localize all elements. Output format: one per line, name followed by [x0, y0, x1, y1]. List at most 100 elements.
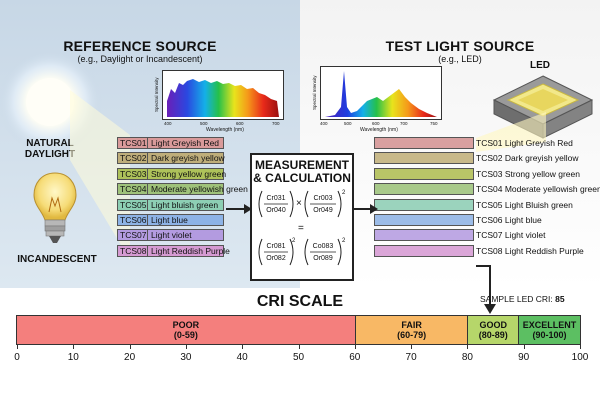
sample-led-cri-label: SAMPLE LED CRI:	[480, 294, 553, 304]
formula-term-3-numerator: Cr081	[266, 243, 286, 250]
reference-spectrum-plot	[167, 79, 279, 117]
cri-segment-fair: FAIR(60-79)	[354, 316, 468, 344]
formula-equals: =	[298, 223, 304, 234]
sample-led-cri: SAMPLE LED CRI: 85	[480, 294, 565, 304]
arrow-to-test-samples-icon	[354, 204, 378, 214]
formula-term-4-denominator: Or089	[313, 255, 333, 262]
tcs-name: Moderate yellowish green	[504, 184, 600, 195]
reference-spectrum-ylabel: Spectral Intensity	[154, 77, 159, 112]
formula-exponent-3: 2	[342, 238, 346, 244]
tcs-name: Light Bluish green	[504, 199, 573, 210]
cri-tick-label: 60	[349, 352, 361, 363]
tcs-code: TCS05	[476, 199, 503, 210]
tcs-name: Strong yellow green	[151, 168, 227, 179]
test-tcs-label: TCS06 Light blue	[476, 214, 542, 226]
cri-scale-title: CRI SCALE	[256, 293, 344, 310]
cri-tick-label: 10	[67, 352, 79, 363]
tcs-name: Light bluish green	[151, 199, 219, 210]
cri-tick-label: 90	[518, 352, 530, 363]
formula-term-4-numerator: Co083	[312, 243, 334, 250]
cri-tick-mark	[354, 344, 356, 349]
test-tcs-swatch	[374, 198, 474, 211]
formula-term-1-numerator: Cr031	[266, 195, 286, 202]
test-source-subtitle: (e.g., LED)	[438, 54, 482, 64]
test-spectrum-xlabel: Wavelength (nm)	[360, 127, 398, 133]
cri-tick-label: 50	[292, 352, 305, 363]
test-tcs-swatch	[374, 152, 474, 165]
tcs-code: TCS07	[476, 230, 503, 241]
reference-spectrum-tick-400: 400	[164, 121, 172, 126]
cri-tick-label: 30	[180, 352, 192, 363]
measurement-calculation-box: MEASUREMENT & CALCULATION Cr031 Or040 × …	[250, 153, 354, 281]
formula-term-2-denominator: Or049	[313, 207, 333, 214]
tcs-code: TCS08	[120, 245, 148, 256]
test-spectrum-tick-500: 500	[344, 121, 352, 126]
test-tcs-label: TCS04 Moderate yellowish green	[476, 183, 600, 195]
cri-tick-mark	[129, 344, 131, 349]
tcs-name: Light Reddish Purple	[151, 245, 230, 256]
incandescent-label: INCANDESCENT	[17, 254, 97, 265]
test-tcs-label: TCS05 Light Bluish green	[476, 199, 573, 211]
cri-segment-excellent: EXCELLENT(90-100)	[518, 316, 580, 344]
tcs-code: TCS07	[120, 230, 148, 241]
tcs-code: TCS06	[120, 215, 148, 225]
light-bulb-icon	[33, 172, 77, 243]
measurement-calculation-title: MEASUREMENT & CALCULATION	[253, 158, 351, 185]
tcs-name: Light Reddish Purple	[504, 245, 584, 256]
formula-exponent-2: 2	[292, 238, 296, 244]
natural-daylight-label: NATURAL DAYLIGHT	[24, 138, 76, 160]
reference-spectrum-chart	[162, 70, 284, 120]
formula-term-3-denominator: Or082	[266, 255, 286, 262]
tcs-name: Moderate yellowish green	[151, 184, 248, 195]
cri-tick-label: 100	[571, 352, 589, 363]
cri-tick-label: 70	[405, 352, 417, 363]
tcs-name: Light blue	[151, 215, 188, 225]
test-spectrum-tick-750: 750	[430, 121, 438, 126]
test-spectrum-chart	[320, 66, 442, 120]
tcs-name: Light blue	[504, 215, 542, 225]
tcs-code: TCS02	[476, 153, 503, 164]
test-tcs-label: TCS01 Light Greyish Red	[476, 137, 573, 149]
reference-source-title: REFERENCE SOURCE	[63, 38, 217, 54]
test-spectrum-tick-600: 600	[372, 121, 380, 126]
cri-segment-poor: POOR(0-59)	[17, 316, 355, 344]
tcs-name: Light Greyish Red	[151, 138, 220, 148]
cri-tick-mark	[298, 344, 300, 349]
test-tcs-label: TCS02 Dark greyish yellow	[476, 152, 579, 164]
cri-segment-name: POOR	[172, 320, 200, 330]
arrow-to-calculation-icon	[226, 204, 252, 214]
tcs-name: Strong yellow green	[504, 168, 580, 179]
daylight-beam	[70, 90, 130, 260]
tcs-code: TCS04	[476, 184, 503, 195]
cri-segment-range: (60-79)	[397, 330, 427, 340]
reference-spectrum-curve	[167, 79, 279, 117]
tcs-name: Dark greyish yellow	[504, 153, 579, 164]
test-spectrum-plot	[325, 71, 437, 117]
cri-tick-label: 40	[236, 352, 248, 363]
reference-spectrum-tick-500: 500	[200, 121, 208, 126]
test-tcs-label: TCS08 Light Reddish Purple	[476, 245, 584, 257]
formula-exponent-1: 2	[342, 190, 346, 196]
test-tcs-label: TCS03 Strong yellow green	[476, 168, 580, 180]
tcs-code: TCS04	[120, 184, 148, 195]
cri-tick-mark	[185, 344, 187, 349]
formula-term-1-denominator: Or040	[266, 207, 286, 214]
reference-source-subtitle: (e.g., Daylight or Incandescent)	[77, 54, 203, 64]
tcs-code: TCS03	[120, 168, 148, 179]
led-beam	[476, 112, 546, 152]
tcs-code: TCS08	[476, 245, 503, 256]
cri-segment-range: (80-89)	[478, 330, 508, 340]
test-spectrum-tick-400: 400	[320, 121, 328, 126]
cri-tick-mark	[580, 344, 581, 349]
led-label: LED	[530, 60, 550, 71]
cri-segment-good: GOOD(80-89)	[467, 316, 519, 344]
reference-spectrum-xlabel: Wavelength (nm)	[206, 127, 244, 133]
tcs-code: TCS02	[120, 153, 148, 164]
